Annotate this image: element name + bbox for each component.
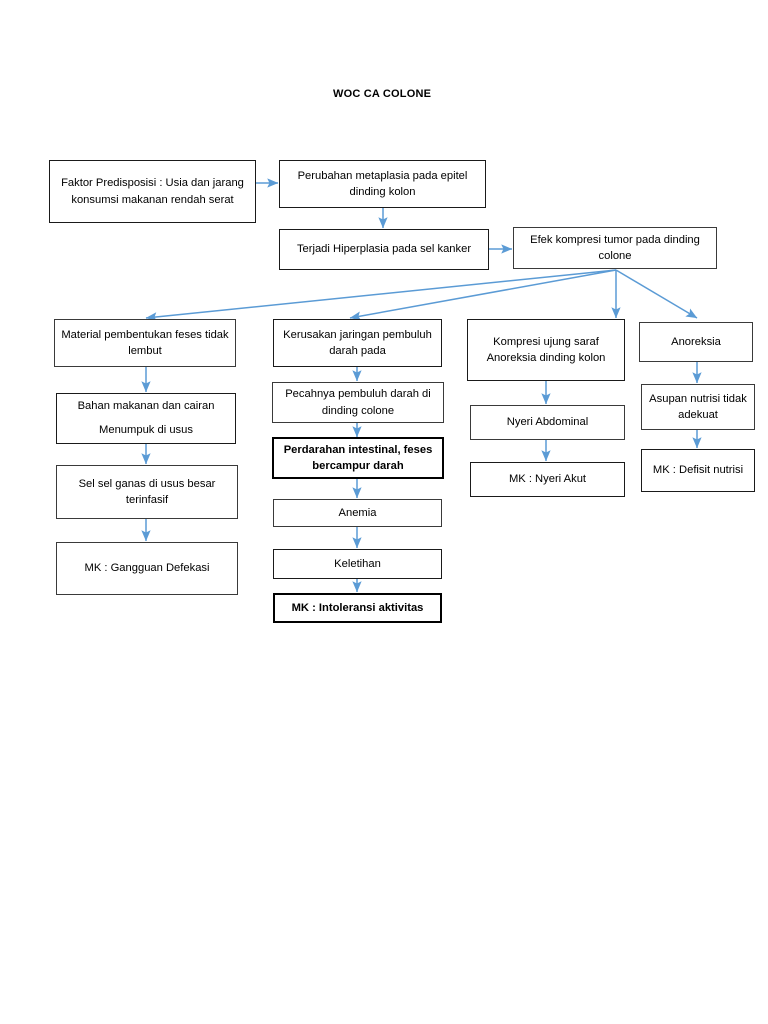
node-nyeri-abdominal[interactable]: Nyeri Abdominal: [470, 405, 625, 440]
node-keletihan[interactable]: Keletihan: [273, 549, 442, 579]
node-anemia[interactable]: Anemia: [273, 499, 442, 527]
node-material-pembentukan[interactable]: Material pembentukan feses tidak lembut: [54, 319, 236, 367]
node-mk-nyeri-akut[interactable]: MK : Nyeri Akut: [470, 462, 625, 497]
node-terjadi-hiperplasia[interactable]: Terjadi Hiperplasia pada sel kanker: [279, 229, 489, 270]
node-faktor-predisposisi[interactable]: Faktor Predisposisi : Usia dan jarang ko…: [49, 160, 256, 223]
node-sel-ganas[interactable]: Sel sel ganas di usus besar terinfasif: [56, 465, 238, 519]
node-asupan-nutrisi[interactable]: Asupan nutrisi tidak adekuat: [641, 384, 755, 430]
node-efek-kompresi-tumor[interactable]: Efek kompresi tumor pada dinding colone: [513, 227, 717, 269]
node-mk-gangguan-defekasi[interactable]: MK : Gangguan Defekasi: [56, 542, 238, 595]
node-pecahnya-pembuluh[interactable]: Pecahnya pembuluh darah di dinding colon…: [272, 382, 444, 423]
node-kerusakan-jaringan[interactable]: Kerusakan jaringan pembuluh darah pada: [273, 319, 442, 367]
node-mk-intoleransi-aktivitas[interactable]: MK : Intoleransi aktivitas: [273, 593, 442, 623]
page-title: WOC CA COLONE: [333, 88, 432, 100]
node-bahan-makanan[interactable]: Bahan makanan dan cairan Menumpuk di usu…: [56, 393, 236, 444]
node-anoreksia[interactable]: Anoreksia: [639, 322, 753, 362]
node-kompresi-ujung-saraf[interactable]: Kompresi ujung saraf Anoreksia dinding k…: [467, 319, 625, 381]
node-mk-defisit-nutrisi[interactable]: MK : Defisit nutrisi: [641, 449, 755, 492]
node-perubahan-metaplasia[interactable]: Perubahan metaplasia pada epitel dinding…: [279, 160, 486, 208]
node-perdarahan-intestinal[interactable]: Perdarahan intestinal, feses bercampur d…: [272, 437, 444, 479]
